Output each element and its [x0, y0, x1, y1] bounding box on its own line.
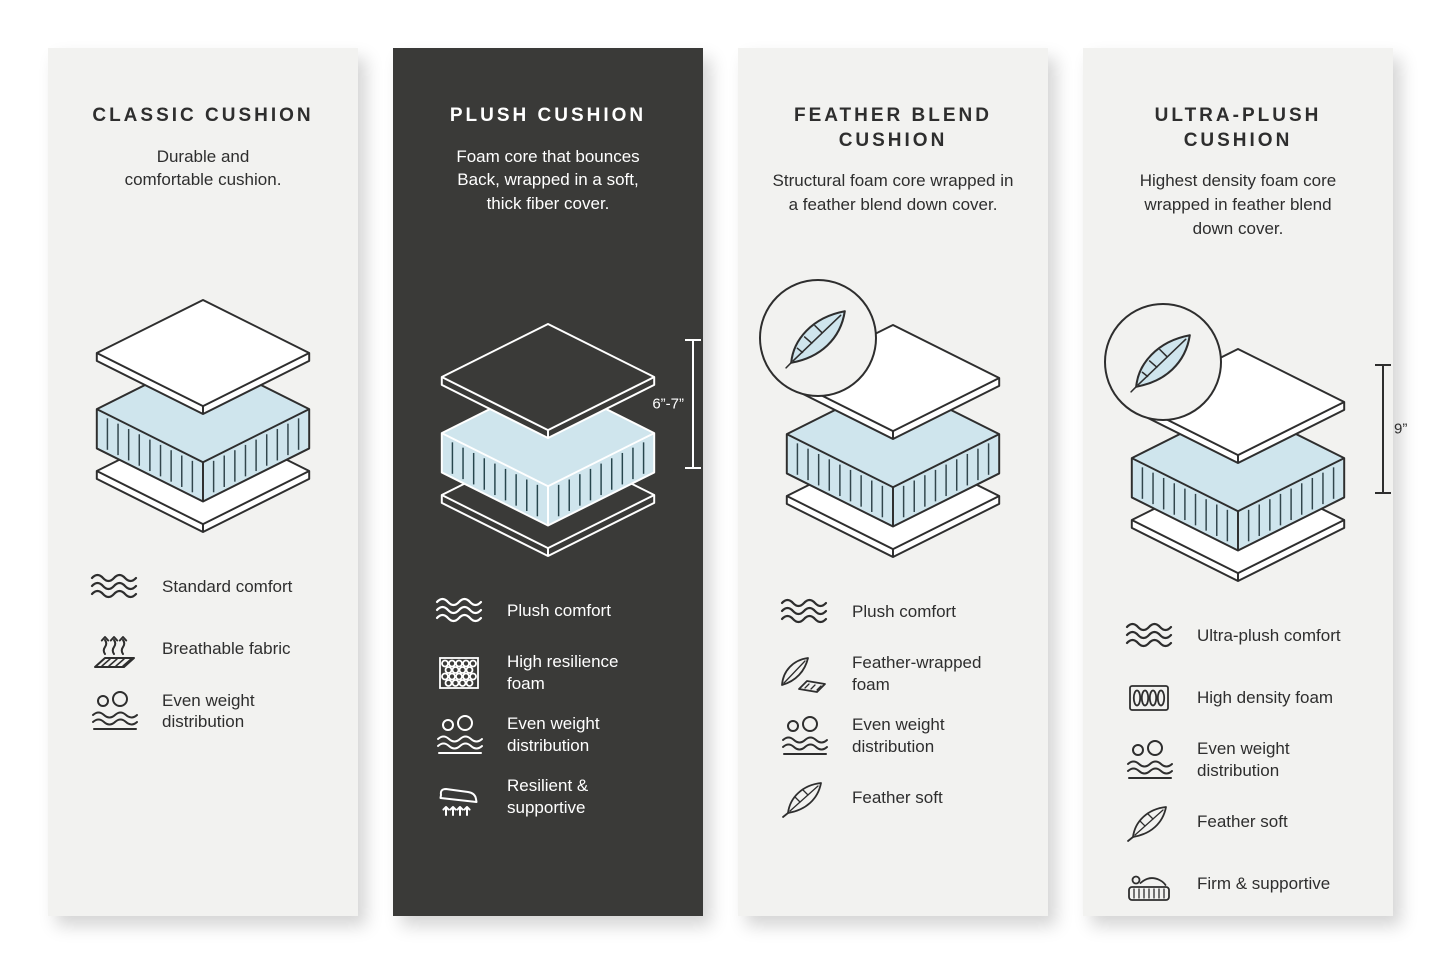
panel-title: CLASSIC CUSHION: [92, 105, 314, 126]
panel-classic-cushion: CLASSIC CUSHION Durable and comfortable …: [48, 48, 358, 916]
feature-label: High resilience foam: [507, 652, 619, 694]
feature-label: Plush comfort: [852, 602, 956, 622]
foam-cells-icon: [433, 651, 485, 695]
feature-item: Even weight distribution: [433, 712, 703, 758]
resilient-icon: [433, 775, 485, 819]
feature-list: Standard comfort Breathable fabric Even …: [88, 564, 358, 734]
feature-item: Resilient & supportive: [433, 774, 703, 820]
cushion-diagram: [95, 299, 311, 534]
waves-icon: [1123, 614, 1175, 658]
feature-item: Feather soft: [778, 775, 1048, 821]
panel-description: Foam core that bounces Back, wrapped in …: [456, 146, 640, 214]
feature-item: Plush comfort: [778, 589, 1048, 635]
feature-item: Plush comfort: [433, 588, 703, 634]
feature-item: Breathable fabric: [88, 626, 358, 672]
feather-icon: [1123, 800, 1175, 844]
weight-distribution-icon: [88, 689, 140, 733]
waves-icon: [433, 589, 485, 633]
feather-badge: [759, 278, 877, 397]
feather-icon: [785, 310, 846, 369]
height-measure-label: 6”-7”: [652, 395, 684, 413]
feature-label: Feather soft: [852, 788, 943, 808]
panel-title: FEATHER BLEND CUSHION: [793, 105, 993, 151]
feature-item: Even weight distribution: [778, 713, 1048, 759]
cushion-layers-diagram: [85, 292, 321, 538]
panel-feather-blend-cushion: FEATHER BLEND CUSHION Structural foam co…: [738, 48, 1048, 916]
feature-label: Even weight distribution: [162, 690, 255, 732]
panel-description: Durable and comfortable cushion.: [124, 146, 282, 190]
feature-label: Ultra-plush comfort: [1197, 625, 1341, 645]
feature-label: Even weight distribution: [507, 714, 600, 756]
cushion-layers-diagram: 6”-7”: [430, 316, 701, 562]
panel-title: PLUSH CUSHION: [449, 105, 647, 126]
feature-item: High density foam: [1123, 675, 1393, 721]
feature-item: High resilience foam: [433, 650, 703, 696]
firm-icon: [1123, 862, 1175, 906]
feature-label: Firm & supportive: [1197, 873, 1331, 893]
cushion-layers-diagram: [759, 278, 1011, 563]
panel-description: Structural foam core wrapped in a feathe…: [772, 171, 1014, 215]
waves-icon: [88, 565, 140, 609]
panel-plush-cushion: PLUSH CUSHION Foam core that bounces Bac…: [393, 48, 703, 916]
feature-item: Ultra-plush comfort: [1123, 613, 1393, 659]
feature-label: Feather soft: [1197, 811, 1288, 831]
feature-item: Feather soft: [1123, 799, 1393, 845]
waves-icon: [778, 590, 830, 634]
feature-label: High density foam: [1197, 687, 1334, 707]
panel-description: Highest density foam core wrapped in fea…: [1139, 171, 1337, 238]
feather-badge: [1104, 302, 1222, 421]
panel-ultra-plush-cushion: ULTRA-PLUSH CUSHION Highest density foam…: [1083, 48, 1407, 916]
feature-item: Standard comfort: [88, 564, 358, 610]
feature-label: Plush comfort: [507, 601, 611, 621]
feature-label: Even weight distribution: [1197, 739, 1290, 780]
feature-list: Plush comfort High resilience foam Even …: [433, 588, 703, 820]
weight-distribution-icon: [1123, 738, 1175, 782]
height-measure: 6”-7”: [652, 339, 701, 470]
height-measure-label: 9”: [1394, 420, 1408, 438]
feather-icon: [778, 776, 830, 820]
feature-item: Even weight distribution: [88, 688, 358, 734]
weight-distribution-icon: [433, 713, 485, 757]
feather-icon: [1130, 333, 1191, 393]
feature-list: Plush comfort Feather-wrapped foam Even …: [778, 589, 1048, 821]
feature-label: Even weight distribution: [852, 715, 945, 756]
cushion-diagram: [440, 323, 656, 558]
feature-list: Ultra-plush comfort High density foam Ev…: [1123, 613, 1393, 907]
feather-foam-icon: [778, 652, 830, 696]
feature-label: Breathable fabric: [162, 639, 291, 659]
feature-label: Resilient & supportive: [507, 776, 589, 818]
feature-item: Firm & supportive: [1123, 861, 1393, 907]
feature-item: Feather-wrapped foam: [778, 651, 1048, 697]
density-foam-icon: [1123, 676, 1175, 720]
weight-distribution-icon: [778, 714, 830, 758]
breathable-icon: [88, 627, 140, 671]
panel-title: ULTRA-PLUSH CUSHION: [1154, 105, 1322, 151]
cushion-layers-diagram: 9”: [1104, 302, 1407, 587]
feature-label: Standard comfort: [162, 577, 293, 597]
feature-item: Even weight distribution: [1123, 737, 1393, 783]
feature-label: Feather-wrapped foam: [852, 653, 982, 694]
height-measure: 9”: [1375, 363, 1407, 494]
